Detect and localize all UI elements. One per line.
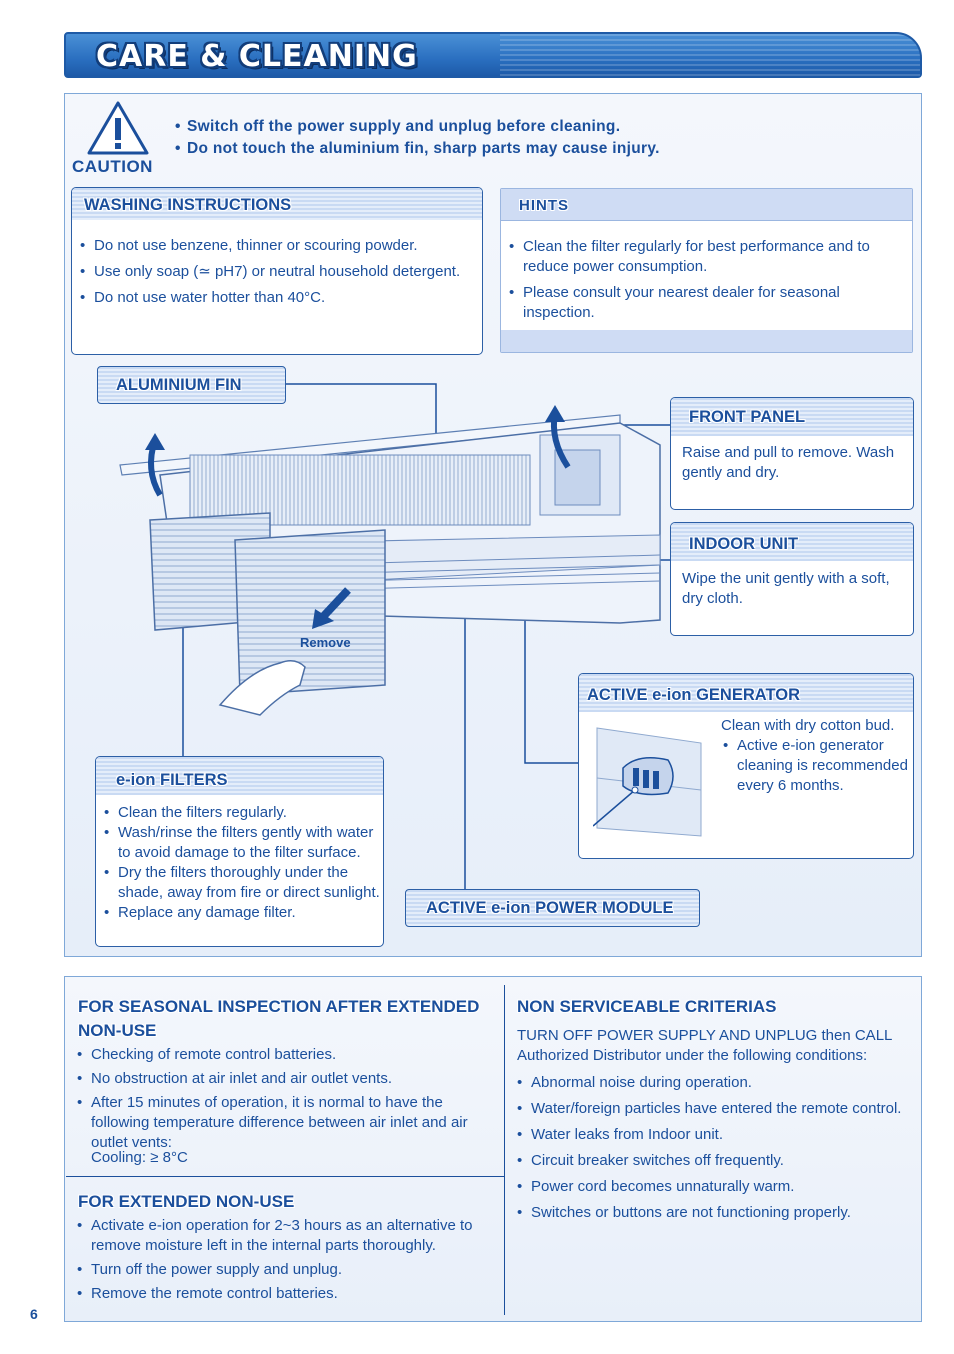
power-module-label: ACTIVE e-ion POWER MODULE [405,889,700,927]
list-item: Clean the filter regularly for best perf… [507,237,902,277]
page-number: 6 [30,1306,38,1322]
filters-list: Clean the filters regularly. Wash/rinse … [102,803,380,923]
list-item: Use only soap (≃ pH7) or neutral househo… [78,262,478,282]
remove-label: Remove [300,635,351,650]
extended-list: Activate e-ion operation for 2~3 hours a… [75,1216,495,1310]
title-bar: CARE & CLEANING [64,32,922,78]
aluminium-fin-label: ALUMINIUM FIN [97,366,286,404]
list-item: Do not use water hotter than 40°C. [78,288,478,308]
air-conditioner-illustration: Remove [119,405,661,716]
list-item: Water leaks from Indoor unit. [515,1125,915,1145]
caution-line: •Switch off the power supply and unplug … [175,118,621,135]
panel-header: INDOOR UNIT [671,523,913,561]
washing-list: Do not use benzene, thinner or scouring … [78,236,478,314]
list-item: After 15 minutes of operation, it is nor… [75,1093,495,1153]
caution-label: CAUTION [72,157,153,176]
section-divider [66,1176,504,1177]
panel-header: ACTIVE e-ion GENERATOR [579,674,913,712]
indoor-unit-text: Wipe the unit gently with a soft, dry cl… [682,570,890,607]
caution-text: •Switch off the power supply and unplug … [175,116,660,160]
filters-box: e-ion FILTERS Clean the filters regularl… [95,756,384,947]
hints-list: Clean the filter regularly for best perf… [507,237,902,329]
title-stripes [500,34,920,76]
list-item: Turn off the power supply and unplug. [75,1260,495,1280]
list-item: Do not use benzene, thinner or scouring … [78,236,478,256]
list-item: Active e-ion generator cleaning is recom… [721,736,911,796]
generator-box: ACTIVE e-ion GENERATOR Clean with dry co… [578,673,914,859]
list-item: Remove the remote control batteries. [75,1284,495,1304]
list-item: Abnormal noise during operation. [515,1073,915,1093]
cooling-value: Cooling: ≥ 8°C [91,1149,188,1166]
panel-header: e-ion FILTERS [96,757,383,795]
non-serviceable-intro: TURN OFF POWER SUPPLY AND UNPLUG then CA… [517,1027,892,1064]
list-item: Please consult your nearest dealer for s… [507,283,902,323]
non-serviceable-list: Abnormal noise during operation. Water/f… [515,1073,915,1229]
column-divider [504,985,505,1315]
list-item: Checking of remote control batteries. [75,1045,495,1065]
caution-line: •Do not touch the aluminium fin, sharp p… [175,140,660,157]
list-item: Power cord becomes unnaturally warm. [515,1177,915,1197]
generator-list: Active e-ion generator cleaning is recom… [721,736,911,802]
seasonal-title: FOR SEASONAL INSPECTION AFTER EXTENDED N… [78,997,480,1040]
caution-icon [87,101,149,155]
panel-header: FRONT PANEL [671,398,913,436]
generator-text: Clean with dry cotton bud. [721,717,895,734]
hints-panel: HINTS Clean the filter regularly for bes… [500,188,913,353]
extended-title: FOR EXTENDED NON-USE [78,1192,295,1211]
seasonal-list: Checking of remote control batteries. No… [75,1045,495,1153]
list-item: Dry the filters thoroughly under the sha… [102,863,380,903]
front-panel-title: FRONT PANEL [689,408,806,426]
washing-instructions-panel: WASHING INSTRUCTIONS Do not use benzene,… [71,187,483,355]
list-item: Wash/rinse the filters gently with water… [102,823,380,863]
generator-illustration [593,727,702,837]
front-panel-text: Raise and pull to remove. Wash gently an… [682,444,895,481]
front-panel-box: FRONT PANEL Raise and pull to remove. Wa… [670,397,914,510]
filters-title: e-ion FILTERS [116,771,228,789]
hints-footer [501,330,912,352]
indoor-unit-box: INDOOR UNIT Wipe the unit gently with a … [670,522,914,636]
list-item: No obstruction at air inlet and air outl… [75,1069,495,1089]
list-item: Water/foreign particles have entered the… [515,1099,915,1119]
panel-header: HINTS [501,189,912,221]
list-item: Clean the filters regularly. [102,803,380,823]
non-serviceable-title: NON SERVICEABLE CRITERIAS [517,997,777,1016]
list-item: Activate e-ion operation for 2~3 hours a… [75,1216,495,1256]
list-item: Circuit breaker switches off frequently. [515,1151,915,1171]
washing-title: WASHING INSTRUCTIONS [84,196,292,214]
page-title: CARE & CLEANING [96,39,418,74]
generator-title: ACTIVE e-ion GENERATOR [587,686,800,704]
list-item: Replace any damage filter. [102,903,380,923]
indoor-unit-title: INDOOR UNIT [689,535,799,553]
hints-title: HINTS [519,197,569,214]
panel-header: WASHING INSTRUCTIONS [72,188,482,220]
list-item: Switches or buttons are not functioning … [515,1203,915,1223]
